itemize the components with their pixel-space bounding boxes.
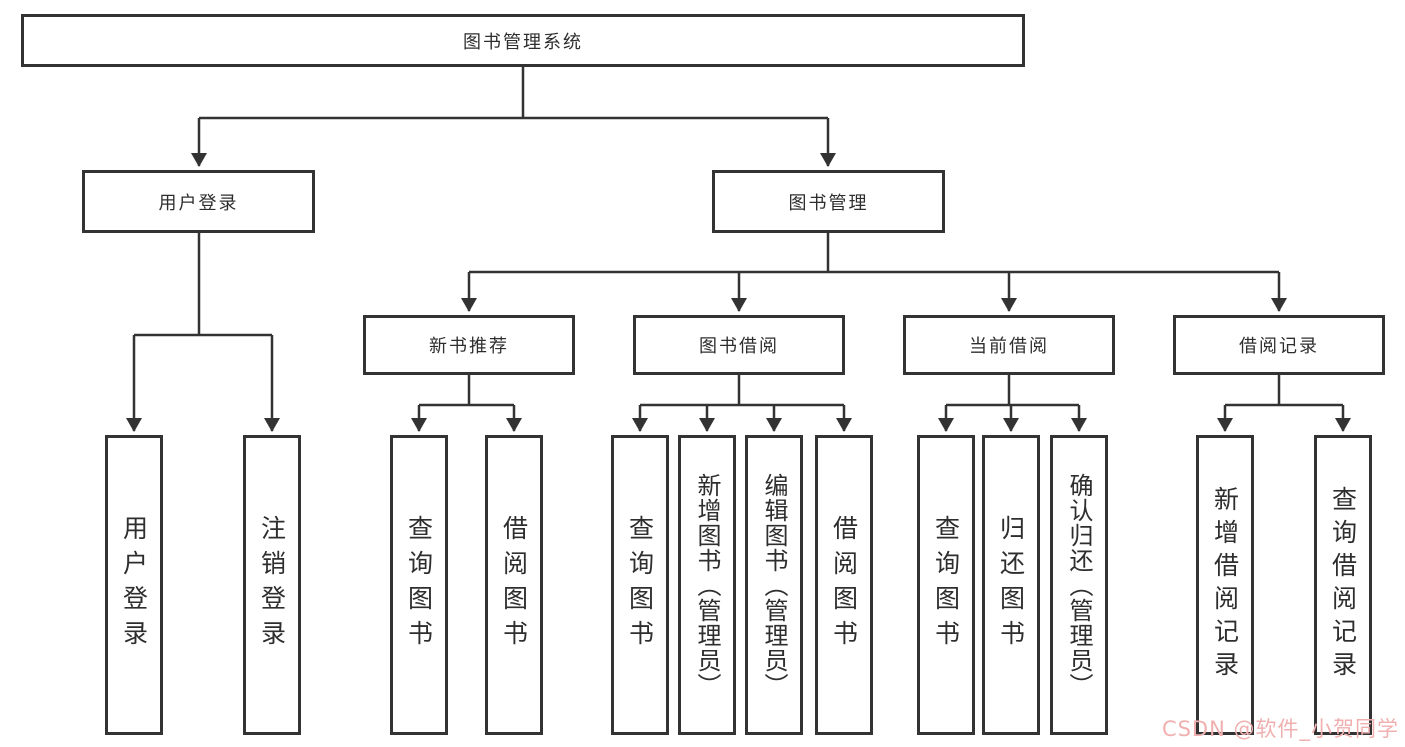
leaf-return-books: 归还图书 [982,435,1040,735]
node-borrow-records: 借阅记录 [1173,315,1385,375]
node-label: 图书管理系统 [463,31,583,53]
leaf-edit-books-admin: 编辑图书（管理员） [745,435,803,735]
leaf-add-borrow-record: 新增借阅记录 [1196,435,1254,735]
node-book-management: 图书管理 [712,170,945,233]
node-library-management-system: 图书管理系统 [21,14,1025,67]
leaf-query-borrow-record: 查询借阅记录 [1314,435,1372,735]
node-user-login: 用户登录 [82,170,315,233]
node-label: 注销登录 [257,515,287,655]
leaf-add-books-admin: 新增图书（管理员） [678,435,736,735]
node-label: 新增图书（管理员） [693,472,721,698]
node-label: 查询图书 [625,515,655,655]
node-current-borrow: 当前借阅 [903,315,1115,375]
node-label: 用户登录 [158,192,239,214]
leaf-query-books-recommend: 查询图书 [390,435,448,735]
node-book-borrow: 图书借阅 [633,315,845,375]
node-label: 图书管理 [788,192,869,214]
node-label: 编辑图书（管理员） [760,472,788,698]
csdn-watermark: CSDN @软件_小贺同学 [1161,717,1399,741]
node-new-book-recommend: 新书推荐 [363,315,575,375]
node-label: 借阅记录 [1239,336,1319,357]
leaf-query-books-current: 查询图书 [917,435,975,735]
leaf-borrow-books: 借阅图书 [815,435,873,735]
leaf-borrow-books-recommend: 借阅图书 [485,435,543,735]
node-label: 确认归还（管理员） [1065,472,1093,698]
node-label: 用户登录 [119,515,149,655]
node-label: 图书借阅 [699,336,779,357]
leaf-query-books-borrow: 查询图书 [611,435,669,735]
node-label: 借阅图书 [829,515,859,655]
node-label: 查询图书 [404,515,434,655]
node-label: 查询借阅记录 [1328,486,1358,684]
node-label: 归还图书 [996,515,1026,655]
node-label: 当前借阅 [969,336,1049,357]
leaf-logout: 注销登录 [243,435,301,735]
node-label: 借阅图书 [499,515,529,655]
node-label: 新增借阅记录 [1210,486,1240,684]
node-label: 新书推荐 [429,336,509,357]
leaf-confirm-return-admin: 确认归还（管理员） [1050,435,1108,735]
node-label: 查询图书 [931,515,961,655]
leaf-user-login: 用户登录 [105,435,163,735]
